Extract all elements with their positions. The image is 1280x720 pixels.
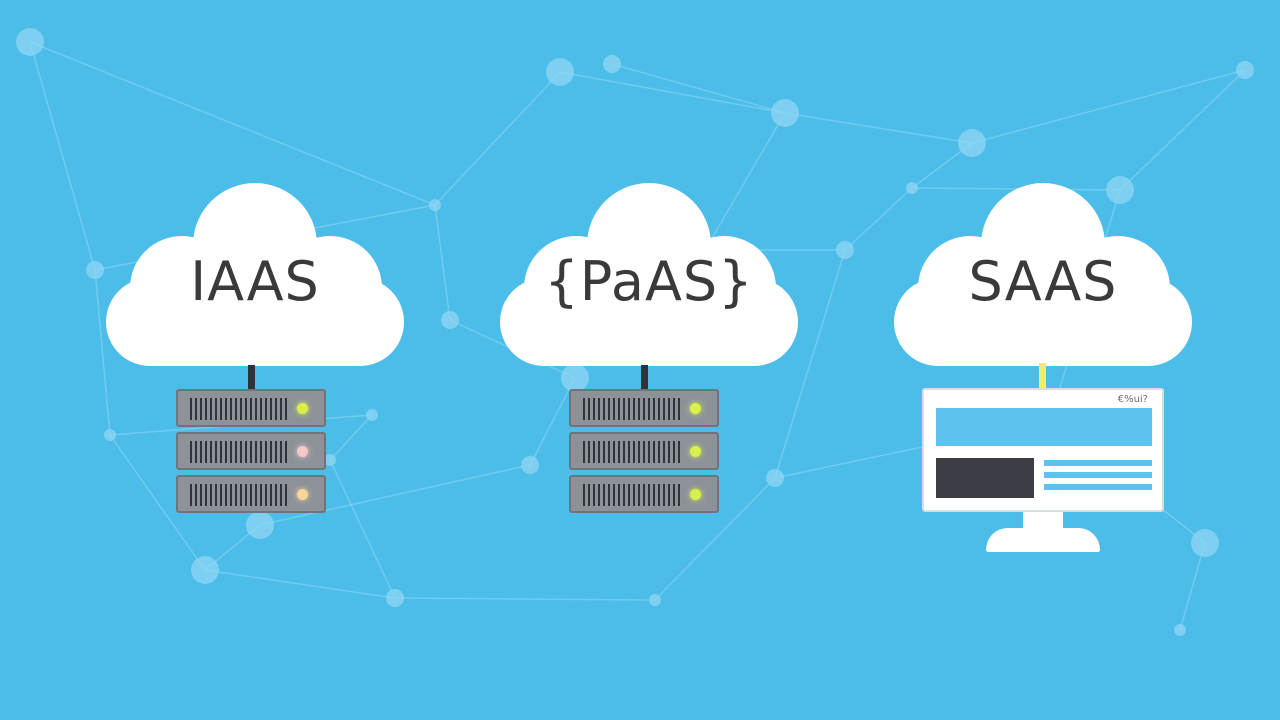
network-link bbox=[704, 112, 786, 251]
network-link bbox=[784, 112, 973, 144]
network-link bbox=[329, 414, 373, 461]
server-unit bbox=[176, 475, 326, 513]
saas-cloud: SAAS bbox=[888, 170, 1198, 370]
network-link bbox=[529, 377, 576, 466]
network-node bbox=[771, 99, 799, 127]
server-unit bbox=[176, 389, 326, 427]
network-link bbox=[29, 41, 436, 206]
status-led bbox=[297, 403, 308, 414]
paas-cloud: {PaAS} bbox=[494, 170, 804, 370]
network-link bbox=[611, 63, 786, 114]
paas-label: {PaAS} bbox=[544, 250, 754, 313]
network-link bbox=[394, 597, 656, 601]
network-link bbox=[29, 41, 96, 271]
network-node bbox=[16, 28, 44, 56]
screen-text-line bbox=[1044, 472, 1152, 478]
network-node bbox=[246, 511, 274, 539]
network-node bbox=[324, 454, 336, 466]
network-node bbox=[1106, 176, 1134, 204]
paas-connector bbox=[641, 365, 648, 391]
network-link bbox=[1119, 69, 1246, 191]
network-link bbox=[434, 204, 451, 321]
network-node bbox=[603, 55, 621, 73]
network-node bbox=[906, 182, 918, 194]
network-node bbox=[561, 364, 589, 392]
network-link bbox=[559, 71, 786, 114]
paas-server-rack-icon bbox=[569, 389, 719, 518]
cloud-icon bbox=[500, 183, 798, 366]
status-led bbox=[690, 446, 701, 457]
status-led bbox=[690, 489, 701, 500]
network-node bbox=[104, 429, 116, 441]
network-link bbox=[94, 269, 111, 436]
iaas-connector bbox=[248, 365, 255, 391]
server-unit bbox=[569, 475, 719, 513]
network-node bbox=[1236, 61, 1254, 79]
cloud-icon bbox=[106, 183, 404, 366]
server-unit bbox=[569, 432, 719, 470]
status-led bbox=[690, 403, 701, 414]
screen-banner bbox=[936, 408, 1152, 446]
saas-label: SAAS bbox=[968, 250, 1118, 313]
iaas-server-rack-icon bbox=[176, 389, 326, 518]
network-node bbox=[191, 556, 219, 584]
network-node bbox=[386, 589, 404, 607]
server-unit bbox=[569, 389, 719, 427]
network-node bbox=[766, 469, 784, 487]
network-node bbox=[1191, 529, 1219, 557]
network-node bbox=[1174, 624, 1186, 636]
network-node bbox=[836, 241, 854, 259]
network-link bbox=[971, 69, 1246, 144]
saas-monitor-icon: €%ui? bbox=[922, 388, 1164, 512]
monitor-stand bbox=[986, 528, 1100, 552]
iaas-cloud: IAAS bbox=[100, 170, 410, 370]
screen-text-line bbox=[1044, 460, 1152, 466]
network-link bbox=[259, 464, 531, 526]
network-link bbox=[204, 569, 396, 599]
network-node bbox=[546, 58, 574, 86]
monitor-tag: €%ui? bbox=[1117, 394, 1148, 405]
network-link bbox=[844, 187, 913, 251]
server-unit bbox=[176, 432, 326, 470]
network-node bbox=[86, 261, 104, 279]
network-node bbox=[521, 456, 539, 474]
network-link bbox=[911, 187, 1121, 191]
screen-text-line bbox=[1044, 484, 1152, 490]
network-node bbox=[958, 129, 986, 157]
network-link bbox=[434, 71, 561, 206]
network-node bbox=[649, 594, 661, 606]
network-link bbox=[109, 434, 206, 571]
network-node bbox=[441, 311, 459, 329]
network-node bbox=[429, 199, 441, 211]
status-led bbox=[297, 446, 308, 457]
status-led bbox=[297, 489, 308, 500]
screen-image-block bbox=[936, 458, 1034, 498]
saas-connector bbox=[1039, 363, 1046, 389]
network-link bbox=[1179, 542, 1206, 631]
network-link bbox=[329, 459, 396, 599]
network-link bbox=[774, 249, 846, 479]
cloud-icon bbox=[894, 183, 1192, 366]
network-node bbox=[366, 409, 378, 421]
network-link bbox=[654, 477, 776, 601]
iaas-label: IAAS bbox=[190, 250, 320, 313]
